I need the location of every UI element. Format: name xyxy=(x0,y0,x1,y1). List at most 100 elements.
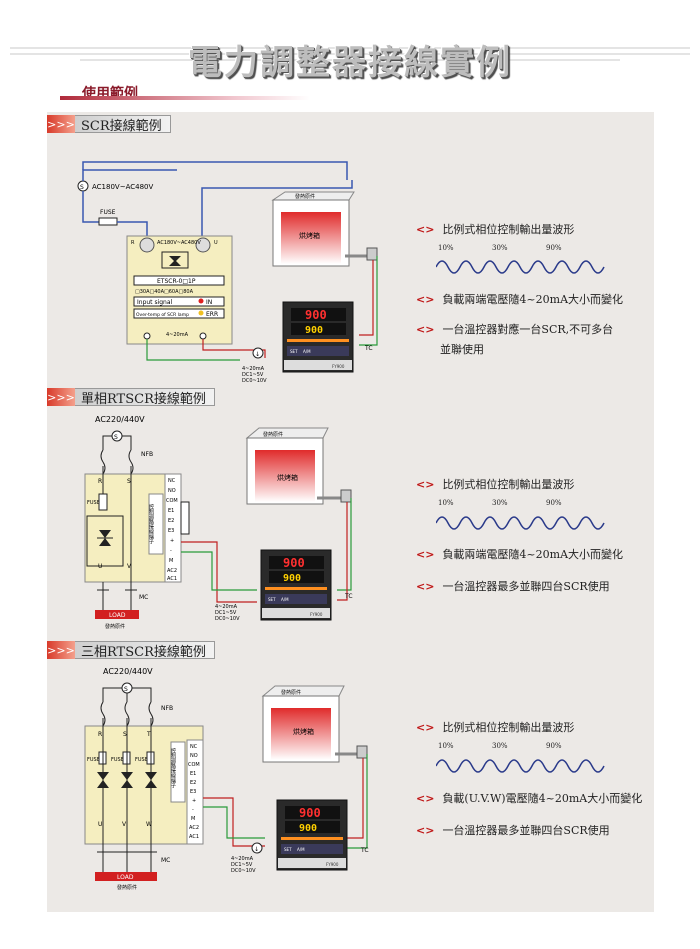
waveform-diagram xyxy=(436,516,605,530)
tc-label: TC xyxy=(364,345,373,352)
arrows-icon: >>> xyxy=(47,641,75,659)
svg-text:DC1~5V: DC1~5V xyxy=(231,862,253,868)
single-phase-wiring-diagram: AC220/440V S NFB R S FUSE U V 控制迴路接線端子 N… xyxy=(84,415,353,630)
module-voltage: AC180V~AC480V xyxy=(157,240,201,246)
waveform-diagram xyxy=(436,759,605,773)
mc-label: MC xyxy=(161,857,170,864)
svg-text:4~20mA: 4~20mA xyxy=(242,366,265,372)
svg-text:S: S xyxy=(123,731,127,738)
tc-label: TC xyxy=(344,593,353,600)
svg-text:DC1~5V: DC1~5V xyxy=(215,610,237,616)
controller-pv: 900 xyxy=(283,556,305,570)
scr-wiring-diagram: S AC180V~AC480V FUSE R U AC180V~AC480V E… xyxy=(77,161,378,384)
note-text: 一台溫控器對應一台SCR,不可多台 xyxy=(442,323,614,336)
svg-text:AC2: AC2 xyxy=(189,825,199,831)
svg-text:AC2: AC2 xyxy=(167,568,177,574)
section-heading-text: 三相RTSCR接線範例 xyxy=(75,641,215,660)
svg-text:U: U xyxy=(214,240,218,246)
bullet-marker-icon: <> xyxy=(416,824,435,837)
oven-label: 烘烤箱 xyxy=(299,231,320,240)
supply-label: AC220/440V xyxy=(103,667,153,676)
svg-text:S: S xyxy=(114,434,118,441)
controller-sv: 900 xyxy=(305,325,323,336)
svg-text:ERR: ERR xyxy=(206,311,218,318)
svg-text:T: T xyxy=(146,731,151,738)
usage-underline xyxy=(60,96,310,100)
control-input-label: 4~20mA xyxy=(166,332,189,338)
input-signal-label: Input signal xyxy=(137,299,173,306)
oven-label: 烘烤箱 xyxy=(277,473,298,482)
note-text: 比例式相位控制輸出量波形 xyxy=(442,478,575,491)
svg-text:U: U xyxy=(98,563,102,570)
svg-text:DC0~10V: DC0~10V xyxy=(242,378,267,384)
note-text: 負載兩端電壓隨4~20mA大小而變化 xyxy=(442,293,624,306)
svg-text:4~20mA: 4~20mA xyxy=(231,856,254,862)
svg-text:SET: SET xyxy=(268,597,276,602)
bullet-marker-icon: <> xyxy=(416,478,435,491)
page-title: 電力調整器接線實例 xyxy=(188,43,512,83)
svg-text:M: M xyxy=(169,558,173,564)
svg-text:SET: SET xyxy=(284,847,292,852)
bullet-marker-icon: <> xyxy=(416,721,435,734)
svg-text:SET: SET xyxy=(290,349,298,354)
bullet-marker-icon: <> xyxy=(416,323,435,336)
oven-label: 烘烤箱 xyxy=(293,727,314,736)
svg-text:DC1~5V: DC1~5V xyxy=(242,372,264,378)
heater-label: 發熱原件 xyxy=(281,689,301,696)
svg-text:-: - xyxy=(192,807,194,813)
svg-text:E2: E2 xyxy=(190,780,196,786)
svg-text:A/M: A/M xyxy=(297,847,305,852)
svg-text:FUSE: FUSE xyxy=(87,757,100,763)
controller-sv: 900 xyxy=(283,573,301,584)
svg-text:FUSE: FUSE xyxy=(87,500,100,506)
svg-text:E1: E1 xyxy=(190,771,196,777)
svg-text:DC0~10V: DC0~10V xyxy=(231,868,256,874)
heater-element-label: 發熱原件 xyxy=(117,884,137,891)
svg-text:A/M: A/M xyxy=(281,597,289,602)
svg-text:-: - xyxy=(170,548,172,554)
note-text: 一台溫控器最多並聯四台SCR使用 xyxy=(442,580,610,593)
heater-label: 發熱原件 xyxy=(295,193,315,200)
note-text: 負載兩端電壓隨4~20mA大小而變化 xyxy=(442,548,624,561)
svg-text:NO: NO xyxy=(168,488,176,494)
svg-text:FUSE: FUSE xyxy=(135,757,148,763)
svg-text:S: S xyxy=(124,686,128,693)
three-phase-wiring-diagram: AC220/440V S NFB R S T FUSE FUSE FUSE U … xyxy=(84,667,369,891)
controller-brand: FY900 xyxy=(332,364,345,369)
overtemp-label: Over-temp of SCR lamp xyxy=(136,312,189,318)
mc-label: MC xyxy=(139,594,148,601)
bullet-marker-icon: <> xyxy=(416,548,435,561)
svg-text:V: V xyxy=(127,563,132,570)
arrows-icon: >>> xyxy=(47,388,75,406)
svg-text:E1: E1 xyxy=(168,508,174,514)
waveform-diagram xyxy=(436,260,605,274)
svg-text:W: W xyxy=(146,821,152,828)
source-symbol: S xyxy=(80,184,84,191)
model-label: ETSCR-0□1P xyxy=(157,278,196,285)
svg-text:↓: ↓ xyxy=(255,351,260,358)
tc-label: TC xyxy=(360,847,369,854)
svg-text:M: M xyxy=(191,816,195,822)
note-text: 一台溫控器最多並聯四台SCR使用 xyxy=(442,824,610,837)
arrows-icon: >>> xyxy=(47,115,75,133)
bullet-marker-icon: <> xyxy=(416,223,435,236)
section-heading-scr: >>> SCR接線範例 xyxy=(47,115,171,134)
svg-text:E3: E3 xyxy=(168,528,174,534)
title-decoration xyxy=(10,47,690,61)
svg-text:AC1: AC1 xyxy=(167,576,177,582)
svg-text:NO: NO xyxy=(190,753,198,759)
svg-text:R: R xyxy=(131,240,135,246)
note-text: 比例式相位控制輸出量波形 xyxy=(442,721,575,734)
svg-text:+: + xyxy=(170,538,174,544)
svg-text:R: R xyxy=(98,478,102,485)
controller-pv: 900 xyxy=(299,806,321,820)
svg-text:NC: NC xyxy=(168,478,176,484)
bullet-marker-icon: <> xyxy=(416,293,435,306)
svg-text:V: V xyxy=(122,821,127,828)
bullet-marker-icon: <> xyxy=(416,580,435,593)
load-label: LOAD xyxy=(109,612,126,619)
svg-text:E3: E3 xyxy=(190,789,196,795)
svg-text:E2: E2 xyxy=(168,518,174,524)
svg-text:DC0~10V: DC0~10V xyxy=(215,616,240,622)
svg-text:U: U xyxy=(98,821,102,828)
